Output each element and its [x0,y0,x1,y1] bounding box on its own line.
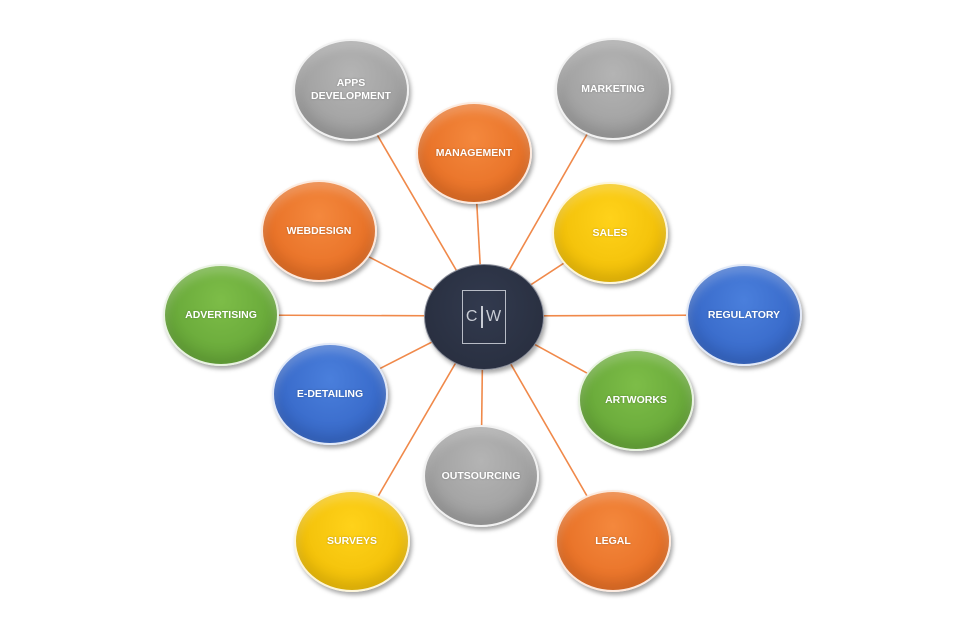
node-label: MANAGEMENT [435,146,513,159]
node-label: ARTWORKS [605,393,667,406]
node-advertising: ADVERTISING [163,264,279,366]
node-legal: LEGAL [555,490,671,592]
node-label: REGULATORY [707,308,781,321]
node-label: SALES [592,226,628,239]
node-e-detailing: E-DETAILING [272,343,388,445]
node-apps-development: APPS DEVELOPMENT [293,39,409,141]
logo-letter-w: W [485,308,503,325]
node-regulatory: REGULATORY [686,264,802,366]
node-marketing: MARKETING [555,38,671,140]
node-label: E-DETAILING [296,387,364,400]
node-webdesign: WEBDESIGN [261,180,377,282]
node-label: SURVEYS [327,534,377,547]
node-artworks: ARTWORKS [578,349,694,451]
node-label: OUTSOURCING [441,469,521,482]
node-label: WEBDESIGN [286,224,352,237]
node-label: APPS DEVELOPMENT [311,77,391,102]
node-management: MANAGEMENT [416,102,532,204]
logo-letter-c: C [465,308,479,325]
node-surveys: SURVEYS [294,490,410,592]
node-outsourcing: OUTSOURCING [423,425,539,527]
node-sales: SALES [552,182,668,284]
node-label: LEGAL [595,534,631,547]
node-label: ADVERTISING [185,308,257,321]
node-label: MARKETING [581,82,645,95]
